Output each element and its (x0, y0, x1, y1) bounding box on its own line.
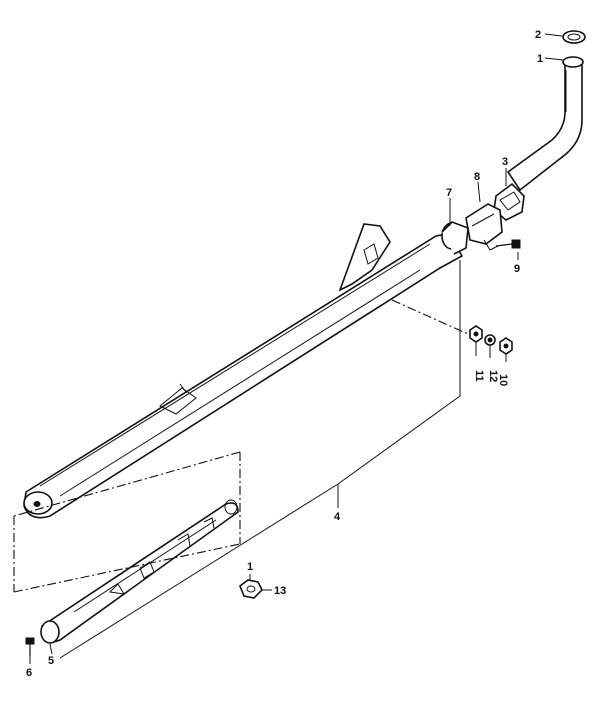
washer-nut-set (469, 325, 513, 355)
callout-5: 5 (48, 655, 54, 667)
callout-3: 3 (502, 156, 508, 168)
callout-6: 6 (26, 667, 32, 679)
callout-1: 1 (537, 53, 543, 65)
baffle-screw (25, 637, 35, 656)
muffler-body (23, 221, 469, 519)
muffler-clamp (465, 203, 503, 251)
baffle-tube (40, 499, 239, 644)
callout-13: 13 (274, 585, 286, 597)
callout-labels: 2 1 3 8 7 9 11 12 10 4 5 6 13 1 (26, 29, 543, 679)
clamp-bolt (495, 239, 521, 249)
callout-8: 8 (474, 171, 480, 183)
callout-12: 12 (487, 370, 499, 382)
header-pipe (506, 56, 584, 192)
callout-11: 11 (473, 370, 485, 382)
leader-lines (29, 33, 564, 664)
callout-2: 2 (535, 29, 541, 41)
mounting-nut (239, 579, 263, 599)
callout-10: 10 (497, 374, 509, 386)
callout-7: 7 (446, 187, 452, 199)
callout-9: 9 (514, 263, 520, 275)
callout-1b: 1 (247, 561, 253, 573)
assembly-dash-lines (13, 299, 469, 593)
callout-4: 4 (334, 511, 341, 523)
gasket-ring (562, 30, 586, 44)
